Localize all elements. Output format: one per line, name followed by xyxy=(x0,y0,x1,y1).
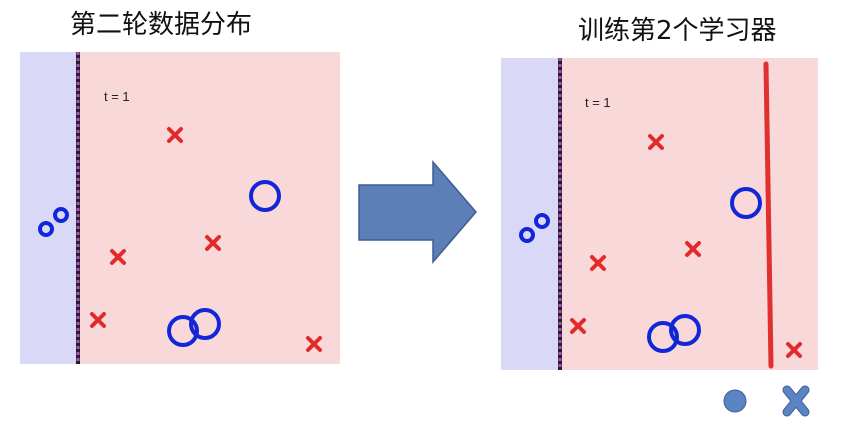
right-circle-small-2 xyxy=(534,213,550,229)
left-circle-big-3 xyxy=(189,308,221,340)
left-cross-5 xyxy=(306,336,322,352)
left-cross-2 xyxy=(205,235,221,251)
left-circle-big-2 xyxy=(167,315,199,347)
right-time-label: t = 1 xyxy=(585,95,611,110)
right-circle-big-2 xyxy=(647,321,679,353)
right-circle-small-1 xyxy=(519,227,535,243)
left-circle-small-1 xyxy=(38,221,54,237)
right-circle-big-1 xyxy=(730,187,762,219)
right-cross-5 xyxy=(786,342,802,358)
right-cross-3 xyxy=(590,255,606,271)
right-circle-big-3 xyxy=(669,314,701,346)
left-crosses xyxy=(90,127,322,352)
left-panel: t = 1 xyxy=(20,52,340,364)
right-learner-boundary-line xyxy=(763,61,774,369)
left-cross-1 xyxy=(167,127,183,143)
right-crosses xyxy=(570,134,802,358)
left-circle-small-2 xyxy=(53,207,69,223)
right-circles xyxy=(519,187,762,353)
left-circle-big-1 xyxy=(249,180,281,212)
circle-legend-icon xyxy=(723,389,747,413)
left-negative-region xyxy=(20,52,78,364)
right-negative-region xyxy=(501,58,560,370)
right-cross-4 xyxy=(570,318,586,334)
left-time-label: t = 1 xyxy=(104,89,130,104)
left-panel-title: 第二轮数据分布 xyxy=(70,10,253,40)
left-circles xyxy=(38,180,281,347)
left-cross-3 xyxy=(110,249,126,265)
right-panel: t = 1 xyxy=(501,58,818,370)
cross-legend-icon xyxy=(782,385,810,417)
right-cross-2 xyxy=(685,241,701,257)
right-panel-title: 训练第2个学习器 xyxy=(578,16,777,46)
left-cross-4 xyxy=(90,312,106,328)
arrow-right-icon xyxy=(358,159,477,265)
right-cross-1 xyxy=(648,134,664,150)
